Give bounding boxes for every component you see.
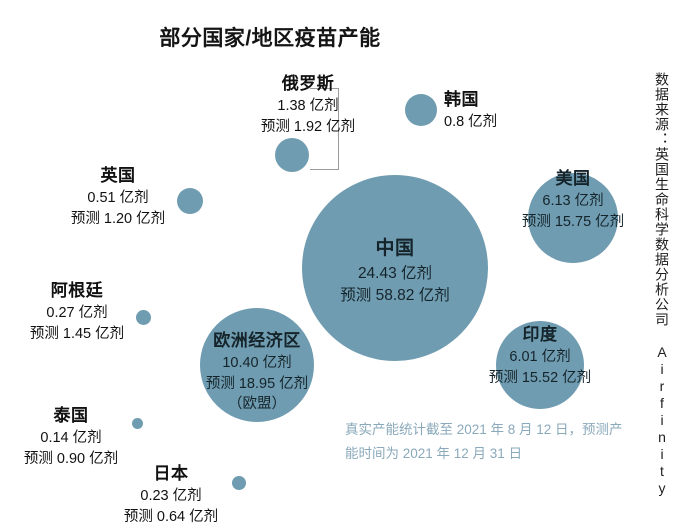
label-usa-actual: 6.13 亿剂 [542,193,604,210]
bubble-uk[interactable] [177,188,203,214]
label-uk-actual: 0.51 亿剂 [87,190,149,207]
label-thailand-name: 泰国 [53,406,89,425]
label-korea-actual: 0.8 亿剂 [444,114,498,131]
bubble-china[interactable] [302,175,488,361]
label-korea: 韩国 0.8 亿剂 [444,88,594,133]
bubble-eea[interactable] [200,308,314,422]
data-source-note: 数据来源：英国生命科学数据分析公司 Airfinity [654,72,670,497]
label-usa-forecast: 预测 15.75 亿剂 [521,213,625,230]
label-eea-actual: 10.40 亿剂 [222,355,292,372]
label-japan-forecast: 预测 0.64 亿剂 [123,508,219,525]
bubble-argentina[interactable] [136,310,151,325]
page-title: 部分国家/地区疫苗产能 [159,27,381,50]
footnote: 真实产能统计截至 2021 年 8 月 12 日，预测产 能时间为 2021 年… [345,418,645,465]
bubble-japan[interactable] [232,476,246,490]
label-russia: 俄罗斯 1.38 亿剂 预测 1.92 亿剂 [230,72,386,137]
bubble-usa[interactable] [528,173,618,263]
label-usa-name: 美国 [555,169,591,188]
footnote-line-2: 能时间为 2021 年 12 月 31 日 [345,445,523,461]
bubble-russia[interactable] [275,138,309,172]
label-eea-note: （欧盟） [228,396,286,413]
label-eea-name: 欧洲经济区 [213,331,301,350]
label-india: 印度 6.01 亿剂 预测 15.52 亿剂 [460,323,620,388]
label-argentina-actual: 0.27 亿剂 [46,305,108,322]
label-eea-forecast: 预测 18.95 亿剂 [205,375,309,392]
label-korea-name: 韩国 [444,90,479,109]
bubble-korea[interactable] [405,94,437,126]
label-russia-forecast: 预测 1.92 亿剂 [260,118,356,135]
label-usa: 美国 6.13 亿剂 预测 15.75 亿剂 [493,167,653,232]
label-argentina-name: 阿根廷 [50,281,104,300]
label-china-name: 中国 [375,238,415,259]
label-argentina-forecast: 预测 1.45 亿剂 [29,325,125,342]
label-japan-name: 日本 [153,464,189,483]
label-eea: 欧洲经济区 10.40 亿剂 预测 18.95 亿剂 （欧盟） [177,329,337,415]
label-argentina: 阿根廷 0.27 亿剂 预测 1.45 亿剂 [14,279,140,344]
label-uk: 英国 0.51 亿剂 预测 1.20 亿剂 [55,164,181,229]
label-china-actual: 24.43 亿剂 [357,264,433,282]
label-japan: 日本 0.23 亿剂 预测 0.64 亿剂 [110,462,232,527]
label-thailand-forecast: 预测 0.90 亿剂 [23,450,119,467]
russia-connector-line [310,88,339,170]
label-china-forecast: 预测 58.82 亿剂 [340,286,450,304]
label-uk-forecast: 预测 1.20 亿剂 [70,210,166,227]
label-russia-name: 俄罗斯 [281,74,335,93]
label-thailand: 泰国 0.14 亿剂 预测 0.90 亿剂 [10,404,132,469]
label-thailand-actual: 0.14 亿剂 [40,430,102,447]
label-japan-actual: 0.23 亿剂 [140,488,202,505]
label-uk-name: 英国 [100,166,136,185]
bubble-india[interactable] [496,321,584,409]
label-india-forecast: 预测 15.52 亿剂 [488,369,592,386]
label-india-name: 印度 [522,325,558,344]
label-russia-actual: 1.38 亿剂 [277,98,339,115]
footnote-line-1: 真实产能统计截至 2021 年 8 月 12 日，预测产 [345,422,623,437]
label-china: 中国 24.43 亿剂 预测 58.82 亿剂 [315,236,475,307]
label-india-actual: 6.01 亿剂 [509,349,571,366]
bubble-thailand[interactable] [132,418,143,429]
